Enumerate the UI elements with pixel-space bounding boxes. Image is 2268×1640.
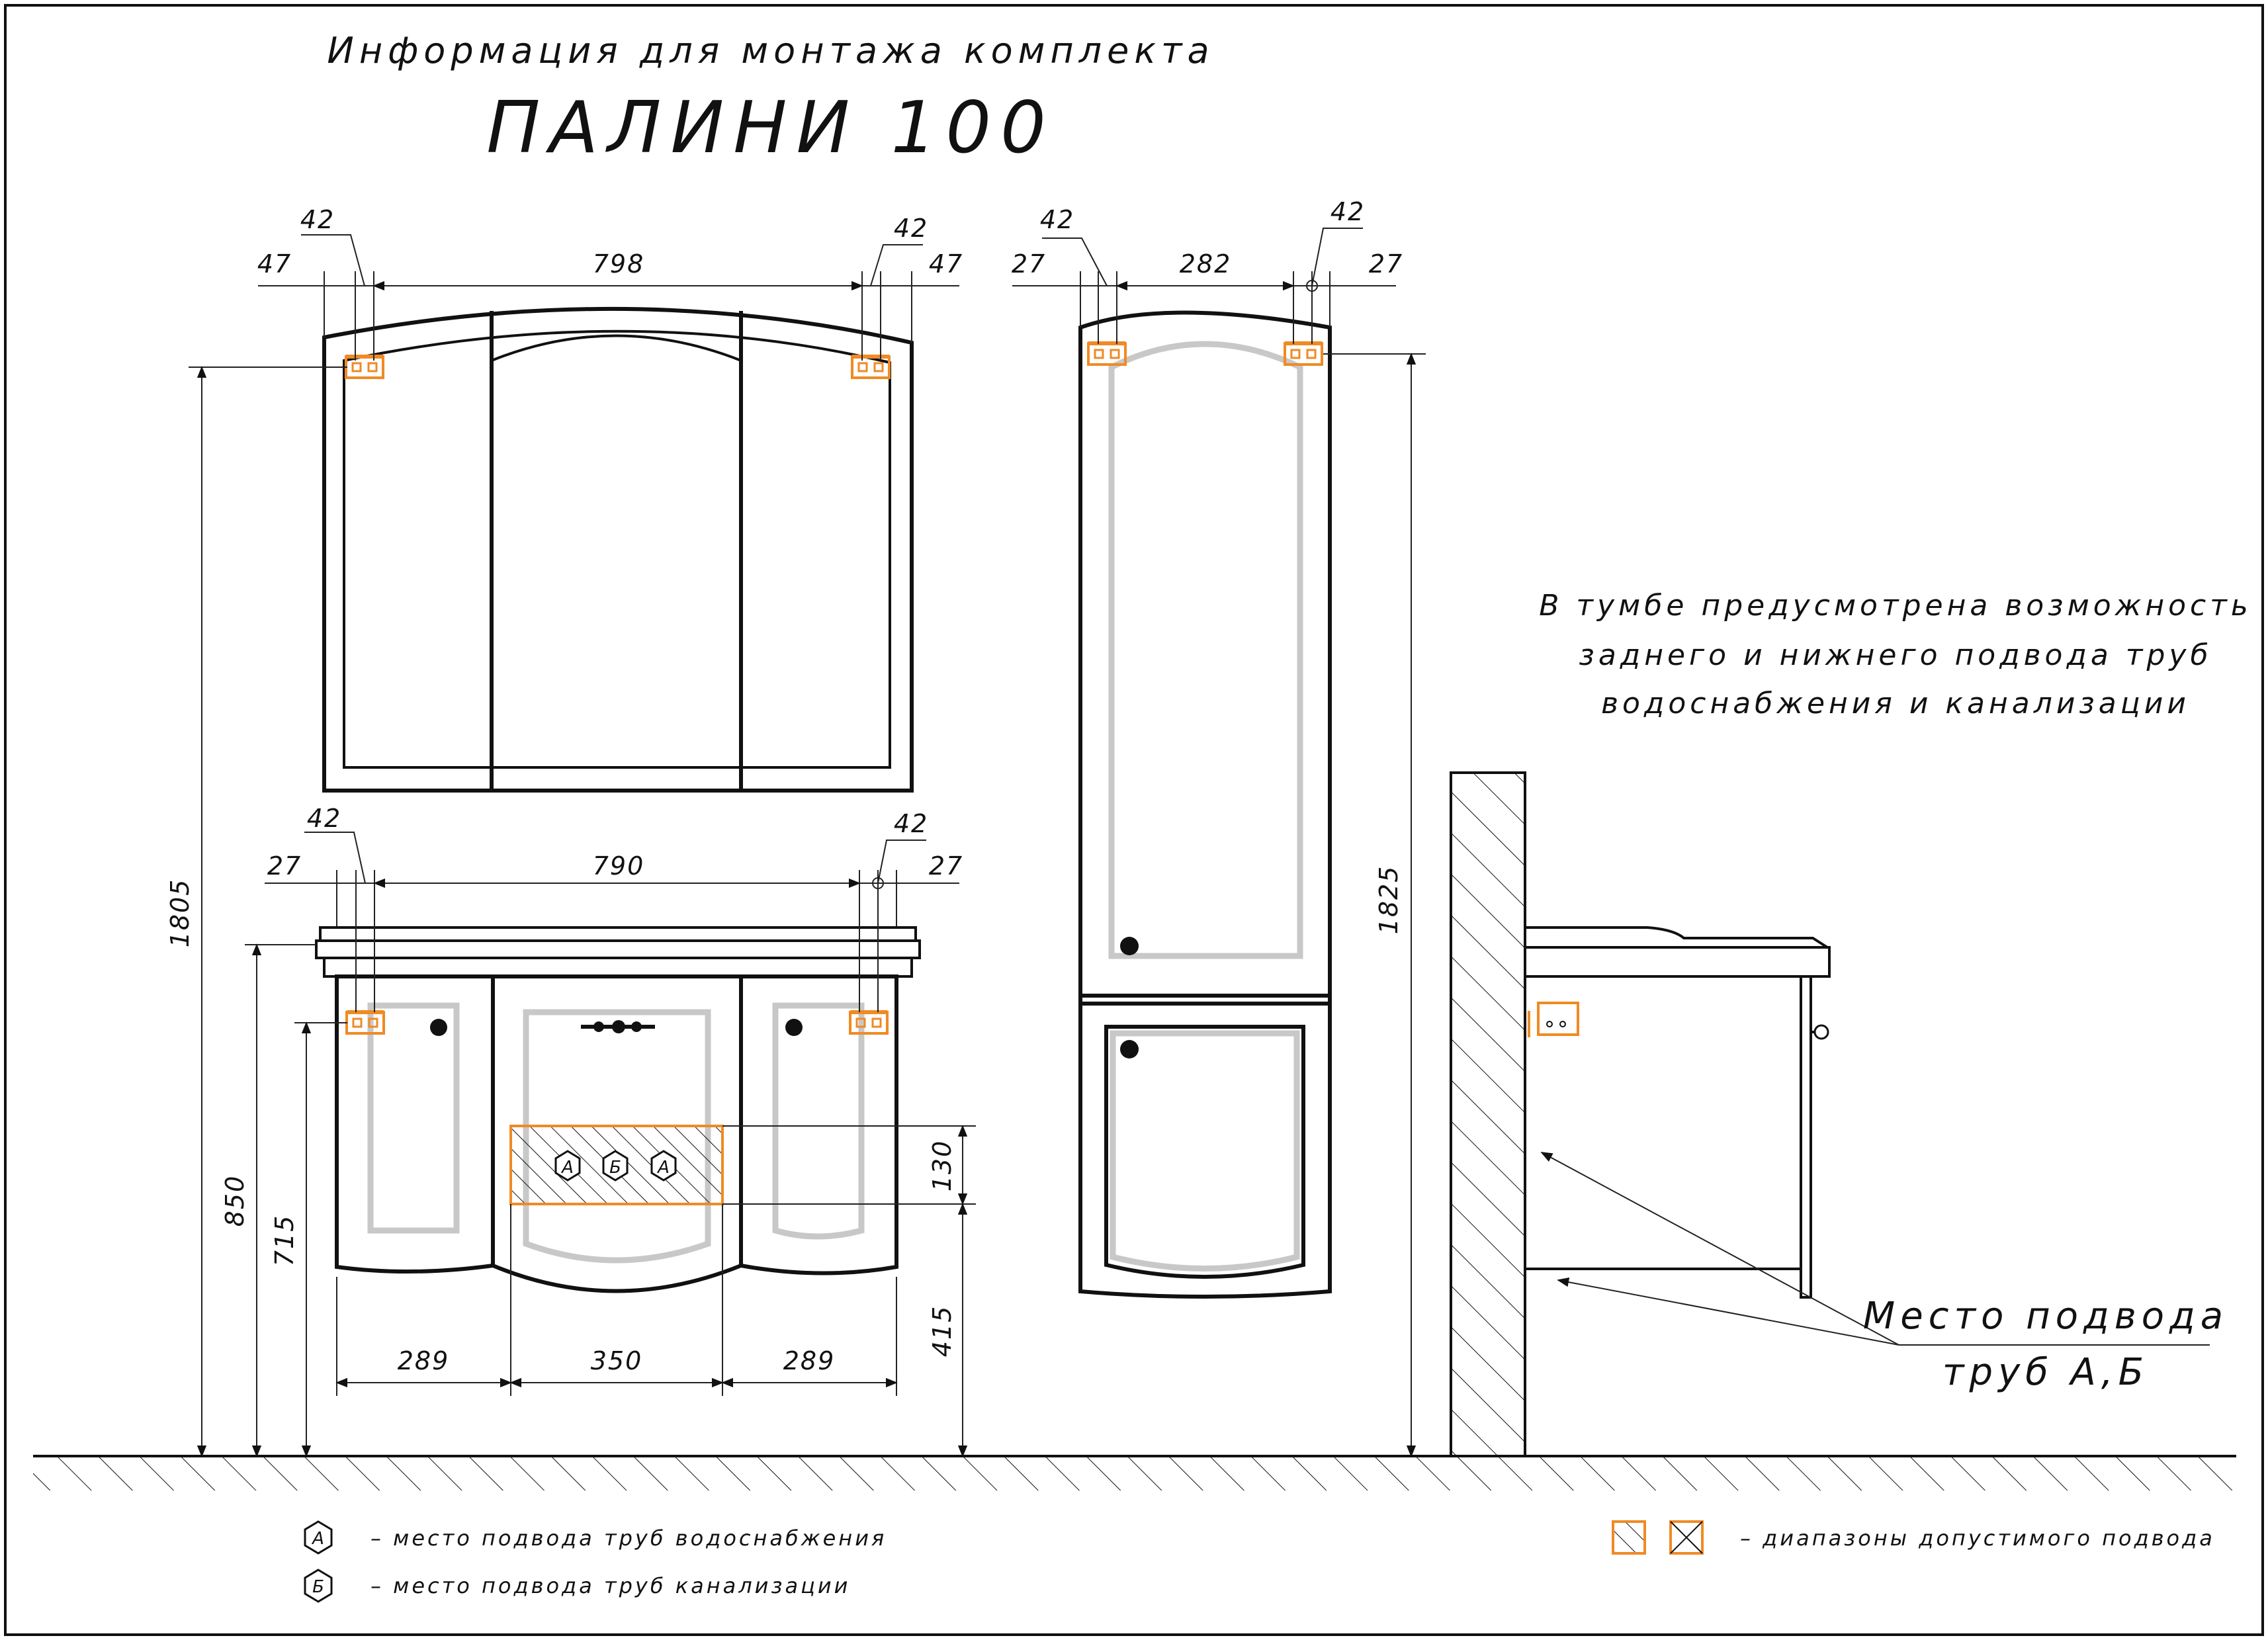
installation-note: В тумбе предусмотрена возможность заднег… bbox=[1539, 589, 2252, 720]
dimension-lines: 47 42 798 42 47 1805 27 42 790 42 27 850… bbox=[165, 197, 1426, 1457]
note-line-3: водоснабжения и канализации bbox=[1601, 687, 2190, 720]
note-line-2: заднего и нижнего подвода труб bbox=[1579, 638, 2212, 672]
vanity-right-mount: 42 bbox=[894, 809, 928, 838]
floor bbox=[33, 1455, 2236, 1490]
mirror-left-mount: 42 bbox=[300, 205, 335, 234]
svg-text:Б: Б bbox=[609, 1158, 621, 1178]
mirror-height: 1805 bbox=[165, 879, 195, 948]
tall-column bbox=[1078, 310, 1332, 1299]
vanity-left-offset: 27 bbox=[267, 851, 302, 881]
vanity-cabinet: А Б А bbox=[315, 926, 921, 1293]
legend-zone-hatched bbox=[1612, 1520, 1646, 1555]
vanity-span: 790 bbox=[593, 851, 645, 881]
side-view bbox=[1450, 771, 2210, 1457]
sheet-frame bbox=[4, 4, 2264, 1636]
section-left-width: 289 bbox=[398, 1346, 450, 1375]
mirror-left-offset: 47 bbox=[257, 249, 292, 279]
mirror-span: 798 bbox=[593, 249, 645, 279]
svg-text:Б: Б bbox=[312, 1577, 324, 1597]
legend-zones-text: – диапазоны допустимого подвода bbox=[1740, 1526, 2215, 1551]
column-right-mount: 42 bbox=[1330, 197, 1365, 226]
note-line-1: В тумбе предусмотрена возможность bbox=[1539, 589, 2252, 623]
svg-text:А: А bbox=[311, 1529, 324, 1549]
wall-section bbox=[1450, 771, 1526, 1457]
legend-b-symbol: Б bbox=[304, 1569, 333, 1603]
side-pipe-zone bbox=[1537, 1002, 1579, 1036]
callout-line-2: труб А,Б bbox=[1942, 1351, 2149, 1394]
pipe-symbol-a-left: А bbox=[554, 1150, 581, 1182]
vanity-mount-height: 715 bbox=[270, 1215, 299, 1267]
column-span: 282 bbox=[1180, 249, 1232, 279]
legend-a-text: – место подвода труб водоснабжения bbox=[371, 1526, 887, 1551]
column-left-mount: 42 bbox=[1040, 205, 1074, 234]
vanity-left-mount: 42 bbox=[307, 804, 341, 833]
drawing-title: ПАЛИНИ 100 bbox=[486, 87, 1055, 169]
pipe-symbol-b: Б bbox=[602, 1150, 629, 1182]
pipe-symbol-a-right: А bbox=[650, 1150, 677, 1182]
section-right-width: 289 bbox=[783, 1346, 836, 1375]
mirror-right-offset: 47 bbox=[929, 249, 963, 279]
column-right-offset: 27 bbox=[1369, 249, 1403, 279]
mirror-right-mount: 42 bbox=[894, 214, 928, 243]
legend-b-text: – место подвода труб канализации bbox=[371, 1573, 850, 1598]
vanity-left-bracket bbox=[347, 1012, 384, 1033]
column-height: 1825 bbox=[1374, 865, 1403, 935]
svg-text:А: А bbox=[656, 1158, 670, 1178]
svg-text:А: А bbox=[560, 1158, 574, 1178]
legend: А – место подвода труб водоснабжения Б –… bbox=[304, 1520, 2215, 1603]
callout-line-1: Место подвода bbox=[1863, 1295, 2228, 1338]
vanity-right-offset: 27 bbox=[929, 851, 963, 881]
zone-bottom-height: 415 bbox=[928, 1305, 957, 1358]
vanity-height: 850 bbox=[220, 1175, 249, 1227]
column-left-offset: 27 bbox=[1012, 249, 1046, 279]
legend-zone-crossed bbox=[1669, 1520, 1704, 1555]
section-mid-width: 350 bbox=[591, 1346, 643, 1375]
zone-height: 130 bbox=[928, 1140, 957, 1192]
drawing-subtitle: Информация для монтажа комплекта bbox=[327, 30, 1214, 71]
mirror-cabinet bbox=[322, 306, 914, 793]
legend-a-symbol: А bbox=[304, 1520, 333, 1555]
vanity-right-bracket bbox=[850, 1012, 887, 1033]
